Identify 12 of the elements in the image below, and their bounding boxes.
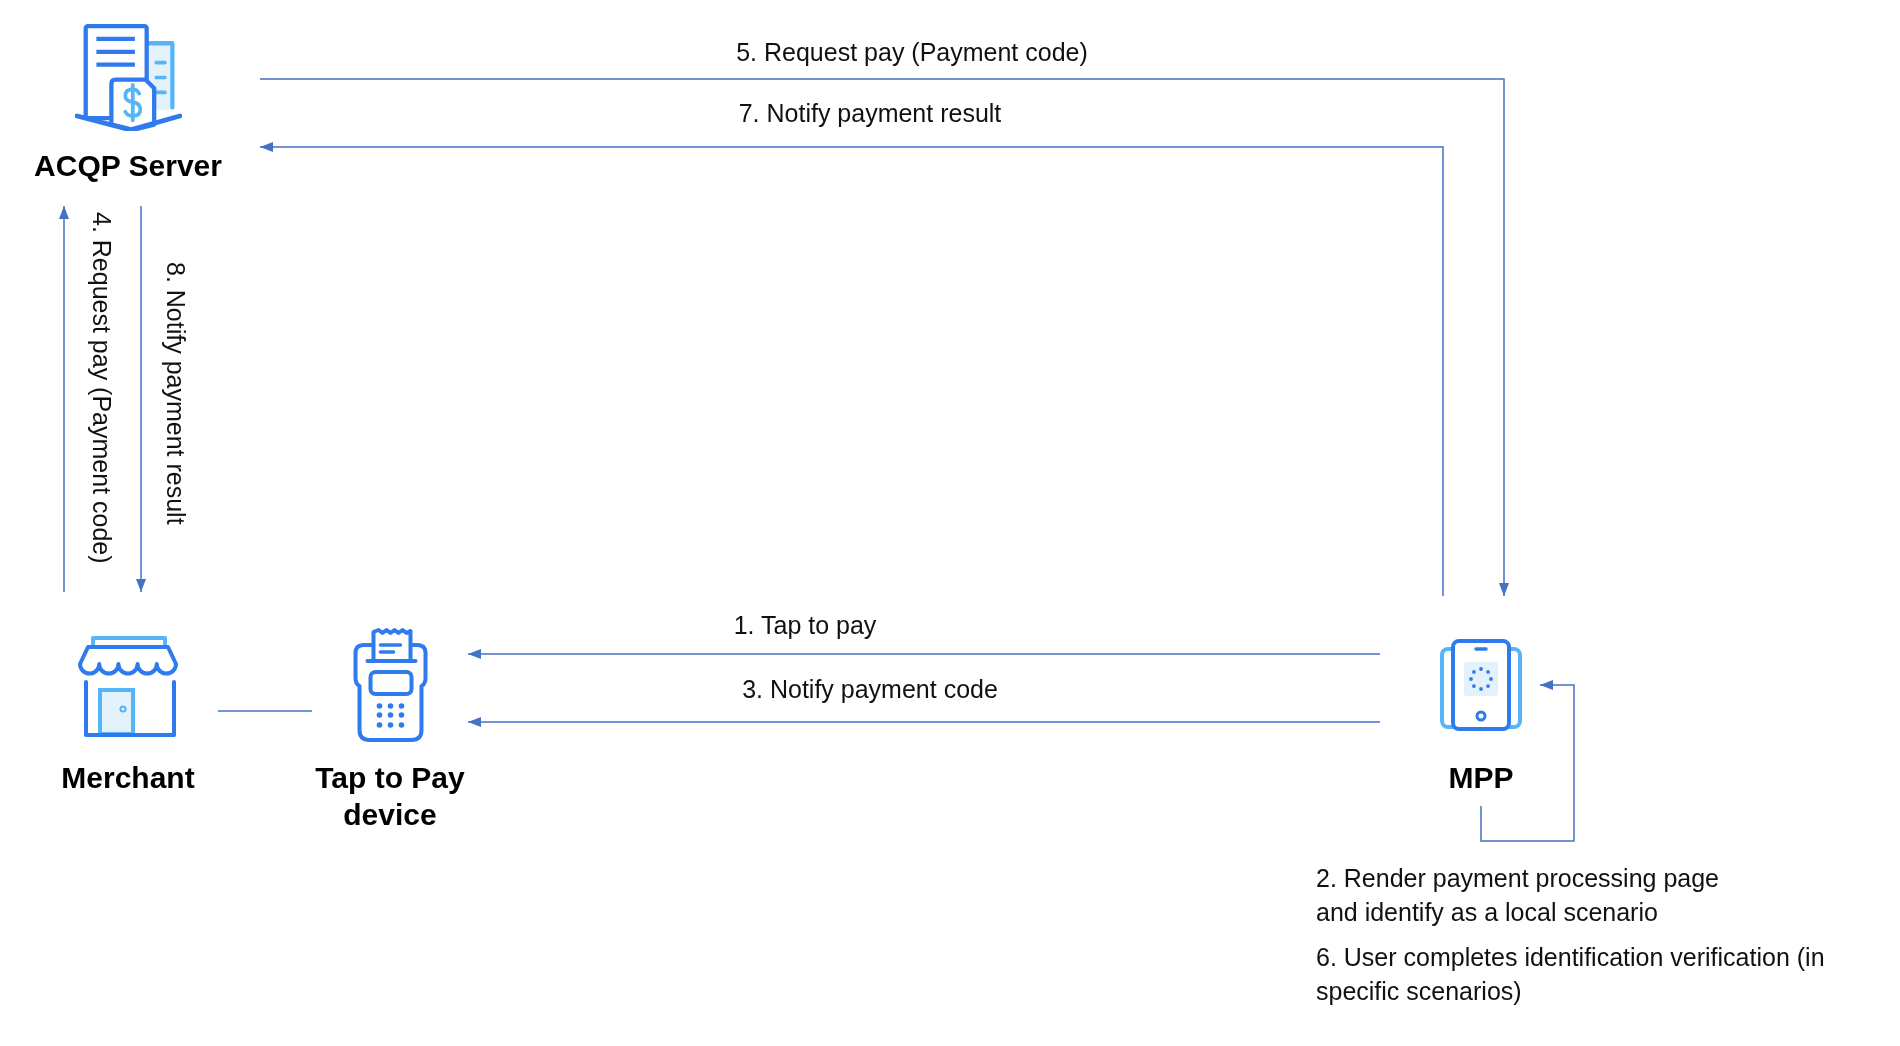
node-label: Merchant: [61, 760, 195, 796]
arrow: [259, 78, 1509, 597]
node-label: Tap to Pay device: [314, 760, 466, 833]
arrow: [259, 142, 1444, 597]
arrow: [467, 717, 1381, 727]
arrow: [467, 649, 1381, 659]
arrow: [1480, 680, 1575, 842]
connector-line: [217, 710, 313, 712]
node-label: MPP: [1448, 760, 1514, 796]
node-label: ACQP Server: [34, 148, 222, 184]
arrow: [136, 205, 146, 593]
arrow: [59, 205, 69, 593]
